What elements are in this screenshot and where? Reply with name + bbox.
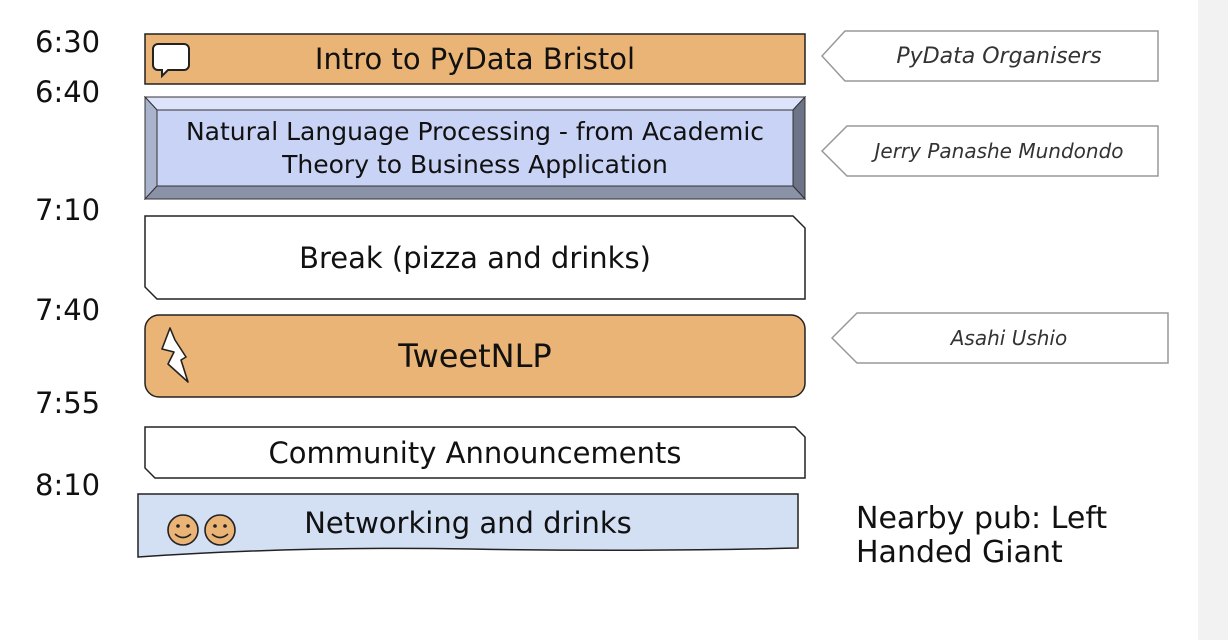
slot-nlp-title: Natural Language Processing - from Acade… (157, 110, 793, 186)
smiley-faces-icon (167, 514, 236, 546)
speaker-name-4: Asahi Ushio (950, 326, 1068, 350)
right-edge-strip (1198, 0, 1228, 640)
slot-nlp-box (143, 95, 807, 201)
time-810: 8:10 (35, 468, 101, 502)
time-630: 6:30 (35, 25, 101, 59)
slot-intro-title: Intro to PyData Bristol (314, 42, 636, 76)
speaker-callout-1-shape (820, 30, 1159, 82)
slot-intro-box (144, 33, 806, 85)
speech-bubble-icon (152, 43, 190, 79)
time-740: 7:40 (35, 293, 101, 327)
pub-note: Nearby pub: Left Handed Giant (856, 502, 1176, 570)
slot-tweetnlp-box (144, 314, 806, 398)
slot-community-box (144, 426, 806, 479)
slot-break-box (144, 215, 806, 300)
slot-networking-title: Networking and drinks (304, 506, 632, 540)
slot-tweetnlp-title: TweetNLP (398, 337, 552, 375)
pub-note-line1: Nearby pub: Left (856, 501, 1108, 536)
speaker-name-2: Jerry Panashe Mundondo (874, 139, 1124, 163)
time-755: 7:55 (35, 386, 101, 420)
slot-nlp-title-line1: Natural Language Processing - from Acade… (185, 117, 765, 146)
time-710: 7:10 (35, 193, 101, 227)
time-640: 6:40 (35, 75, 101, 109)
speaker-callout-2-shape (820, 125, 1159, 177)
slot-nlp-title-line2: Theory to Business Application (282, 150, 668, 179)
speaker-callout-4-shape (830, 312, 1169, 364)
slot-networking-box (137, 493, 799, 558)
speaker-name-1: PyData Organisers (896, 43, 1102, 69)
slot-break-title: Break (pizza and drinks) (299, 240, 651, 275)
lightning-bolt-icon (161, 327, 189, 383)
pub-note-line2: Handed Giant (856, 535, 1063, 570)
slot-community-title: Community Announcements (268, 435, 682, 470)
